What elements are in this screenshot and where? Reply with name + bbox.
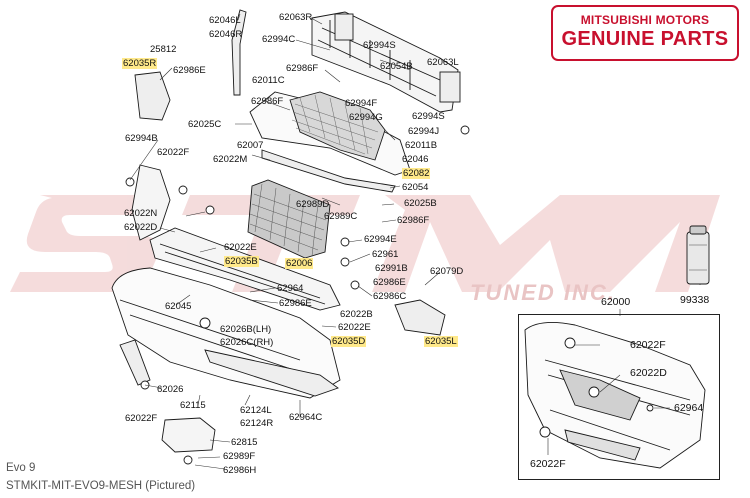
inset-label: 62964 [674,402,704,414]
part-label: 62124R [240,418,274,429]
part-label: 62989C [324,211,358,222]
part-label: 62022E [224,242,257,253]
part-label: 62986E [173,65,206,76]
part-label: 62046 [402,154,429,165]
part-label: 62994C [262,34,296,45]
part-label-highlighted: 62006 [285,258,314,269]
part-label: 62000 [601,296,631,308]
inset-assembled-view [518,314,720,480]
upper-grille-mesh [289,91,386,161]
footer-model: Evo 9 [6,462,36,474]
part-label: 62994F [345,98,378,109]
part-label: 62011B [405,140,438,151]
part-label: 62994B [125,133,158,144]
part-label: 62063R [279,12,313,23]
part-label-highlighted: 62035R [122,58,158,69]
part-label: 62045 [165,301,192,312]
part-label: 62986F [286,63,319,74]
brand-line2: GENUINE PARTS [561,28,729,50]
part-label: 62026 [157,384,184,395]
part-label: 62022B [340,309,373,320]
inset-label: 62022F [530,458,566,470]
part-label: 62011C [252,75,285,86]
part-label: 99338 [680,294,710,306]
part-label: 62063L [427,57,459,68]
part-label: 62054 [402,182,429,193]
inset-label: 62022D [630,367,667,379]
part-label: 62026C(RH) [220,337,274,348]
part-label: 62054B [380,61,413,72]
part-label: 62986E [373,277,406,288]
part-label: 25812 [150,44,177,55]
part-label: 62994E [364,234,397,245]
part-label: 62022F [157,147,190,158]
inset-assembly-drawing [524,321,706,469]
part-label: 62964 [277,283,304,294]
part-label: 62079D [430,266,464,277]
part-label: 62991B [375,263,408,274]
part-label: 62961 [372,249,399,260]
part-label: 62986F [397,215,430,226]
part-label: 62022N [124,208,158,219]
watermark-text: TUNED INC. [470,280,616,305]
part-label: 62986C [373,291,407,302]
part-label-highlighted: 62035L [424,336,458,347]
part-label: 62994G [349,112,383,123]
part-label: 62989D [296,199,330,210]
part-label: 62986F [251,96,284,107]
part-label: 62124L [240,405,272,416]
front-bumper-cover [111,267,341,399]
brand-badge: MITSUBISHI MOTORS GENUINE PARTS [551,5,739,61]
lower-grille-mesh [247,179,331,259]
part-label: 62022F [125,413,158,424]
part-label: 62022E [338,322,371,333]
part-label-highlighted: 62035B [224,256,259,267]
part-label: 62964C [289,412,323,423]
part-label: 62986H [223,465,257,476]
part-label-highlighted: 62082 [402,168,431,179]
part-label: 62989F [223,451,256,462]
part-label: 62994J [408,126,440,137]
part-label: 62022D [124,222,158,233]
part-label: 62994S [363,40,396,51]
part-label: 62007 [237,140,264,151]
inset-label: 62022F [630,339,666,351]
part-label: 62046R [209,29,243,40]
part-label: 62815 [231,437,258,448]
part-label: 62046L [209,15,241,26]
footer-sku: STMKIT-MIT-EVO9-MESH (Pictured) [6,480,196,492]
part-label: 62026B(LH) [220,324,272,335]
part-label: 62022M [213,154,248,165]
bracket-62063L [439,71,461,103]
part-label: 62025B [404,198,437,209]
lower-bar [149,227,341,311]
bracket-62063R [334,13,354,41]
part-label: 62986E [279,298,312,309]
part-label-highlighted: 62035D [331,336,367,347]
brand-line1: MITSUBISHI MOTORS [580,13,710,27]
part-label: 62994S [412,111,445,122]
part-label: 62025C [188,119,222,130]
part-label: 62115 [180,400,206,411]
spray-can-99338 [686,225,710,285]
